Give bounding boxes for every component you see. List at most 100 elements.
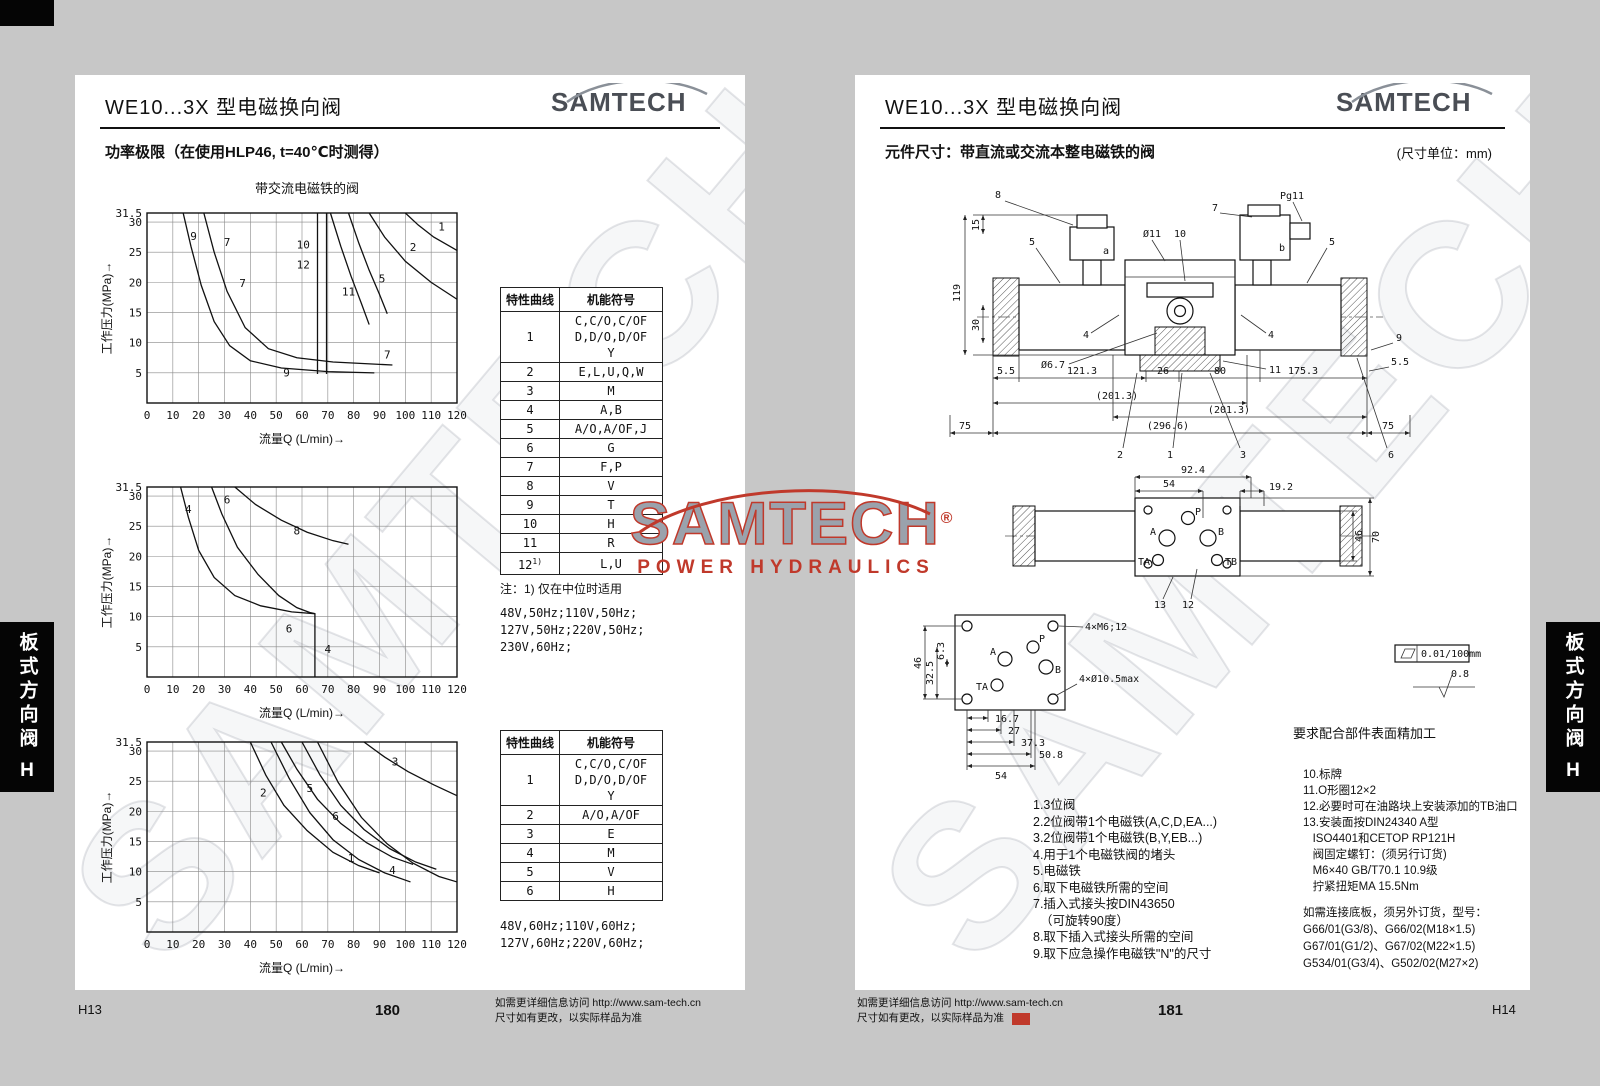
dim-dia11: Ø11: [1143, 228, 1161, 240]
y-tick-label: 5: [135, 641, 142, 654]
connector-letter-a: a: [1103, 246, 1109, 257]
x-tick-label: 80: [347, 409, 360, 422]
brand-logo-text: SAMTECH: [1336, 87, 1472, 117]
table-cell: 2: [499, 805, 561, 825]
y-tick-label: 31.5: [116, 481, 143, 494]
dim-15: 15: [971, 219, 982, 231]
dim-201-3-left: (201.3): [1096, 391, 1138, 402]
y-axis-title: 工作压力(MPa)→: [100, 791, 114, 884]
table-cell: E,L,U,Q,W: [559, 362, 664, 382]
side-tab-label: 板式方向阀: [16, 632, 38, 752]
table-cell: T: [559, 495, 664, 515]
text-line: 127V,60Hz;220V,60Hz;: [500, 936, 645, 950]
curve-3: [363, 741, 458, 797]
curve-label: 4: [185, 503, 192, 516]
dim-46: 46: [1354, 530, 1365, 542]
y-tick-label: 31.5: [116, 207, 143, 220]
text-line: 12.必要时可在油路块上安装添加的TB油口: [1303, 801, 1518, 813]
y-tick-label: 30: [129, 745, 142, 758]
callout-10: 10: [1174, 229, 1186, 240]
port-a: [1158, 529, 1176, 547]
callout-5-left: 5: [1029, 237, 1035, 248]
curve-4: [179, 486, 316, 677]
port-label-b: B: [1218, 527, 1224, 538]
text-line: G67/01(G1/2)、G67/02(M22×1.5): [1303, 941, 1476, 953]
footer-brand-mark: [1012, 1013, 1030, 1025]
text-line: 11.O形圈12×2: [1303, 785, 1376, 797]
callout-4-right: 4: [1268, 330, 1274, 341]
x-tick-label: 70: [321, 683, 334, 696]
table-row: 121)L,U: [499, 552, 664, 575]
dim-119: 119: [952, 284, 963, 302]
mount-port-b: [1038, 659, 1054, 675]
table-cell: 3: [499, 381, 561, 401]
x-tick-label: 90: [373, 409, 386, 422]
table-cell: V: [559, 476, 664, 496]
curve-label: 6: [286, 622, 293, 635]
curve-8: [234, 486, 349, 545]
table-header-cell: 特性曲线: [499, 287, 561, 312]
valve-base: [1139, 354, 1221, 372]
dim-54: 54: [1163, 479, 1175, 490]
curve-label: 8: [294, 525, 301, 538]
x-tick-label: 90: [373, 938, 386, 951]
table-cell: 7: [499, 457, 561, 477]
curve-label: 3: [392, 756, 399, 769]
table-cell: A,B: [559, 400, 664, 420]
curve-label: 6: [224, 493, 231, 506]
table-cell: 8: [499, 476, 561, 496]
flatness-value: 0.01/100mm: [1421, 649, 1481, 660]
text-line: 4.用于1个电磁铁阀的堵头: [1033, 847, 1176, 862]
x-tick-label: 110: [421, 409, 441, 422]
table-cell: 10: [499, 514, 561, 534]
callout-3: 3: [1240, 450, 1246, 461]
dim-121-3: 121.3: [1067, 366, 1097, 377]
y-tick-label: 25: [129, 246, 142, 259]
x-tick-label: 100: [395, 683, 415, 696]
port-label-ta: TA: [1138, 557, 1150, 568]
table-cell: 6: [499, 881, 561, 901]
mount-label-p: P: [1039, 634, 1045, 645]
dim-50-8: 50.8: [1039, 750, 1063, 761]
callout-8: 8: [995, 190, 1001, 201]
text-line: 8.取下插入式接头所需的空间: [1033, 930, 1194, 944]
surface-finish-symbols: 0.01/100mm 0.8: [1394, 644, 1481, 699]
table-cell: L,U: [559, 552, 664, 575]
curve-label: 1: [348, 852, 355, 865]
table-cell: V: [559, 862, 664, 882]
curve-2: [249, 741, 380, 874]
front-view-dimensions: 119 15 30 8 7 Pg11 Ø11: [949, 190, 1411, 461]
table-cell: 11: [499, 533, 561, 553]
roughness-value: 0.8: [1451, 669, 1469, 680]
x-tick-label: 120: [447, 938, 467, 951]
x-tick-label: 100: [395, 938, 415, 951]
table-cell: F,P: [559, 457, 664, 477]
text-line: 127V,50Hz;220V,50Hz;: [500, 623, 645, 637]
x-tick-label: 90: [373, 683, 386, 696]
table-cell: 3: [499, 824, 561, 844]
x-tick-label: 60: [295, 409, 308, 422]
dim-70: 70: [1371, 531, 1382, 543]
callout-6: 6: [1388, 450, 1394, 461]
table-cell: 1: [499, 754, 561, 806]
y-tick-label: 15: [129, 836, 142, 849]
header-rule: [880, 127, 1505, 129]
mount-label-b: B: [1055, 665, 1061, 676]
mounting-pattern-view: P A B TA 46 32.5 6.3 4×M6;12 4×Ø10.5max: [913, 614, 1139, 782]
table-cell: H: [559, 514, 664, 534]
y-tick-label: 15: [129, 307, 142, 320]
text-line: 尺寸如有更改，以实际样品为准: [857, 1012, 1004, 1024]
x-tick-label: 110: [421, 683, 441, 696]
port-tb: [1210, 553, 1224, 567]
curve-label: 10: [297, 239, 310, 252]
